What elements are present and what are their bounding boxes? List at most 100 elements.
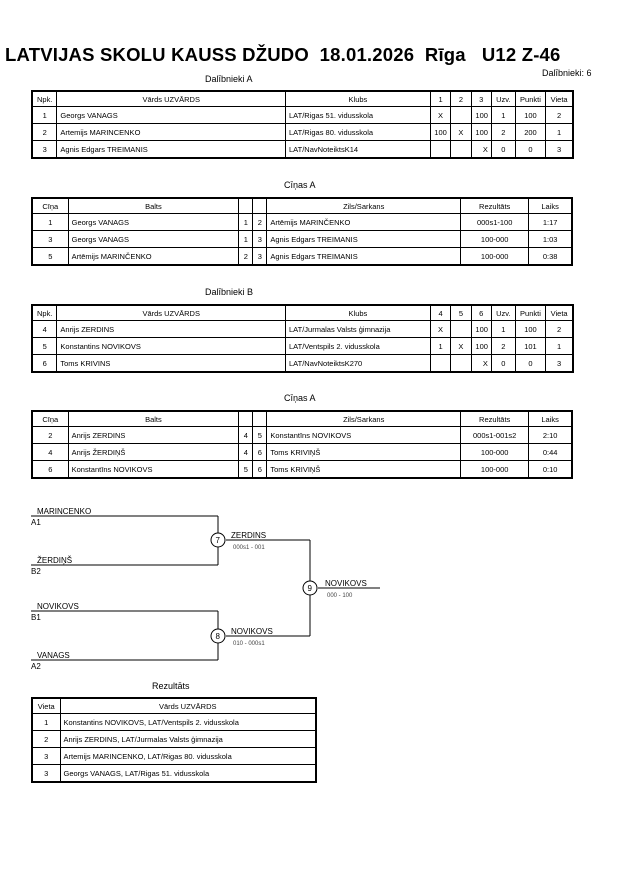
column-header: Cīņa: [31, 410, 69, 427]
column-header: Klubs: [285, 304, 431, 321]
table-cell: 100: [470, 106, 492, 124]
table-cell: 4: [238, 426, 254, 444]
table-cell: 1: [238, 230, 254, 248]
table-cell: 0:44: [528, 443, 573, 461]
table-cell: Georgs VANAGS: [67, 230, 240, 248]
table-cell: Artēmijs MARINČENKO: [266, 213, 462, 231]
column-header: Vieta: [545, 90, 574, 107]
bracket-entry-1-seed: A1: [31, 518, 41, 527]
table-cell: Artēmijs MARINČENKO: [67, 247, 240, 266]
table-cell: 2: [490, 123, 516, 141]
column-header: Uzv.: [490, 90, 516, 107]
table-cell: Anrijs ZERDINS: [67, 426, 240, 444]
table-cell: [450, 140, 472, 159]
column-header: Uzv.: [490, 304, 516, 321]
table-cell: Georgs VANAGS: [56, 106, 286, 124]
table-cell: [429, 354, 452, 373]
table-cell: 5: [252, 426, 268, 444]
semi2-number: 8: [216, 632, 221, 641]
column-header: Zils/Sarkans: [266, 197, 462, 214]
table-cell: Konstantīns NOVIKOVS: [67, 460, 240, 479]
table-cell: 2: [238, 247, 254, 266]
table-cell: Agnis Edgars TREIMANIS: [56, 140, 286, 159]
column-header: Npk.: [31, 304, 58, 321]
table-cell: X: [450, 123, 472, 141]
table-cell: 1: [31, 713, 61, 731]
column-header: [252, 197, 268, 214]
semi2-score: 010 - 000s1: [233, 641, 265, 647]
table-cell: 100: [470, 123, 492, 141]
column-header: 4: [429, 304, 452, 321]
column-header: [238, 410, 254, 427]
bracket-entry-3-seed: B1: [31, 613, 41, 622]
column-header: Laiks: [528, 197, 573, 214]
column-header: Npk.: [31, 90, 58, 107]
table-cell: 100: [429, 123, 452, 141]
table-cell: 3: [545, 354, 574, 373]
column-header: 1: [429, 90, 452, 107]
table-cell: Artemijs MARINCENKO, LAT/Rigas 80. vidus…: [59, 747, 317, 765]
final-score: 000 - 100: [327, 593, 353, 599]
table-cell: Konstantīns NOVIKOVS: [266, 426, 462, 444]
table-cell: 0: [514, 354, 547, 373]
column-header: Vieta: [545, 304, 574, 321]
final-winner: NOVIKOVS: [325, 579, 367, 588]
table-cell: [429, 140, 452, 159]
column-header: Punkti: [514, 304, 547, 321]
column-header: 6: [470, 304, 492, 321]
table-cell: 4: [31, 320, 58, 338]
table-cell: LAT/Rigas 80. vidusskola: [285, 123, 431, 141]
column-header: Balts: [67, 197, 240, 214]
column-header: 3: [470, 90, 492, 107]
column-header: Balts: [67, 410, 240, 427]
table-cell: 6: [252, 460, 268, 479]
table-cell: 1: [545, 337, 574, 355]
table-cell: 3: [252, 247, 268, 266]
column-header: Punkti: [514, 90, 547, 107]
table-cell: 2:10: [528, 426, 573, 444]
table-cell: 1: [429, 337, 452, 355]
table-cell: Toms KRIVIŅŠ: [266, 443, 462, 461]
column-header: Klubs: [285, 90, 431, 107]
table-cell: 3: [252, 230, 268, 248]
table-cell: 2: [545, 320, 574, 338]
column-header: Cīņa: [31, 197, 69, 214]
results-heading: Rezultāts: [152, 681, 190, 691]
semi1-winner: ZERDINS: [231, 531, 266, 540]
column-header: 2: [450, 90, 472, 107]
column-header: [238, 197, 254, 214]
column-header: Vārds UZVĀRDS: [59, 697, 317, 714]
table-cell: X: [429, 320, 452, 338]
table-cell: Anrijs ZERDINS: [56, 320, 286, 338]
bracket-entry-1-name: MARINCENKO: [37, 507, 91, 516]
table-cell: 2: [31, 426, 69, 444]
table-cell: X: [450, 337, 472, 355]
column-header: Vieta: [31, 697, 61, 714]
table-cell: 100-000: [460, 230, 530, 248]
table-cell: Toms KRIVIŅŠ: [266, 460, 462, 479]
table-cell: 4: [31, 443, 69, 461]
table-cell: LAT/Jurmalas Valsts ģimnazija: [285, 320, 431, 338]
final-number: 9: [308, 584, 313, 593]
column-header: Zils/Sarkans: [266, 410, 462, 427]
table-cell: 100-000: [460, 247, 530, 266]
table-cell: 6: [31, 460, 69, 479]
table-cell: 3: [545, 140, 574, 159]
table-cell: 3: [31, 764, 61, 783]
table-cell: 1:03: [528, 230, 573, 248]
